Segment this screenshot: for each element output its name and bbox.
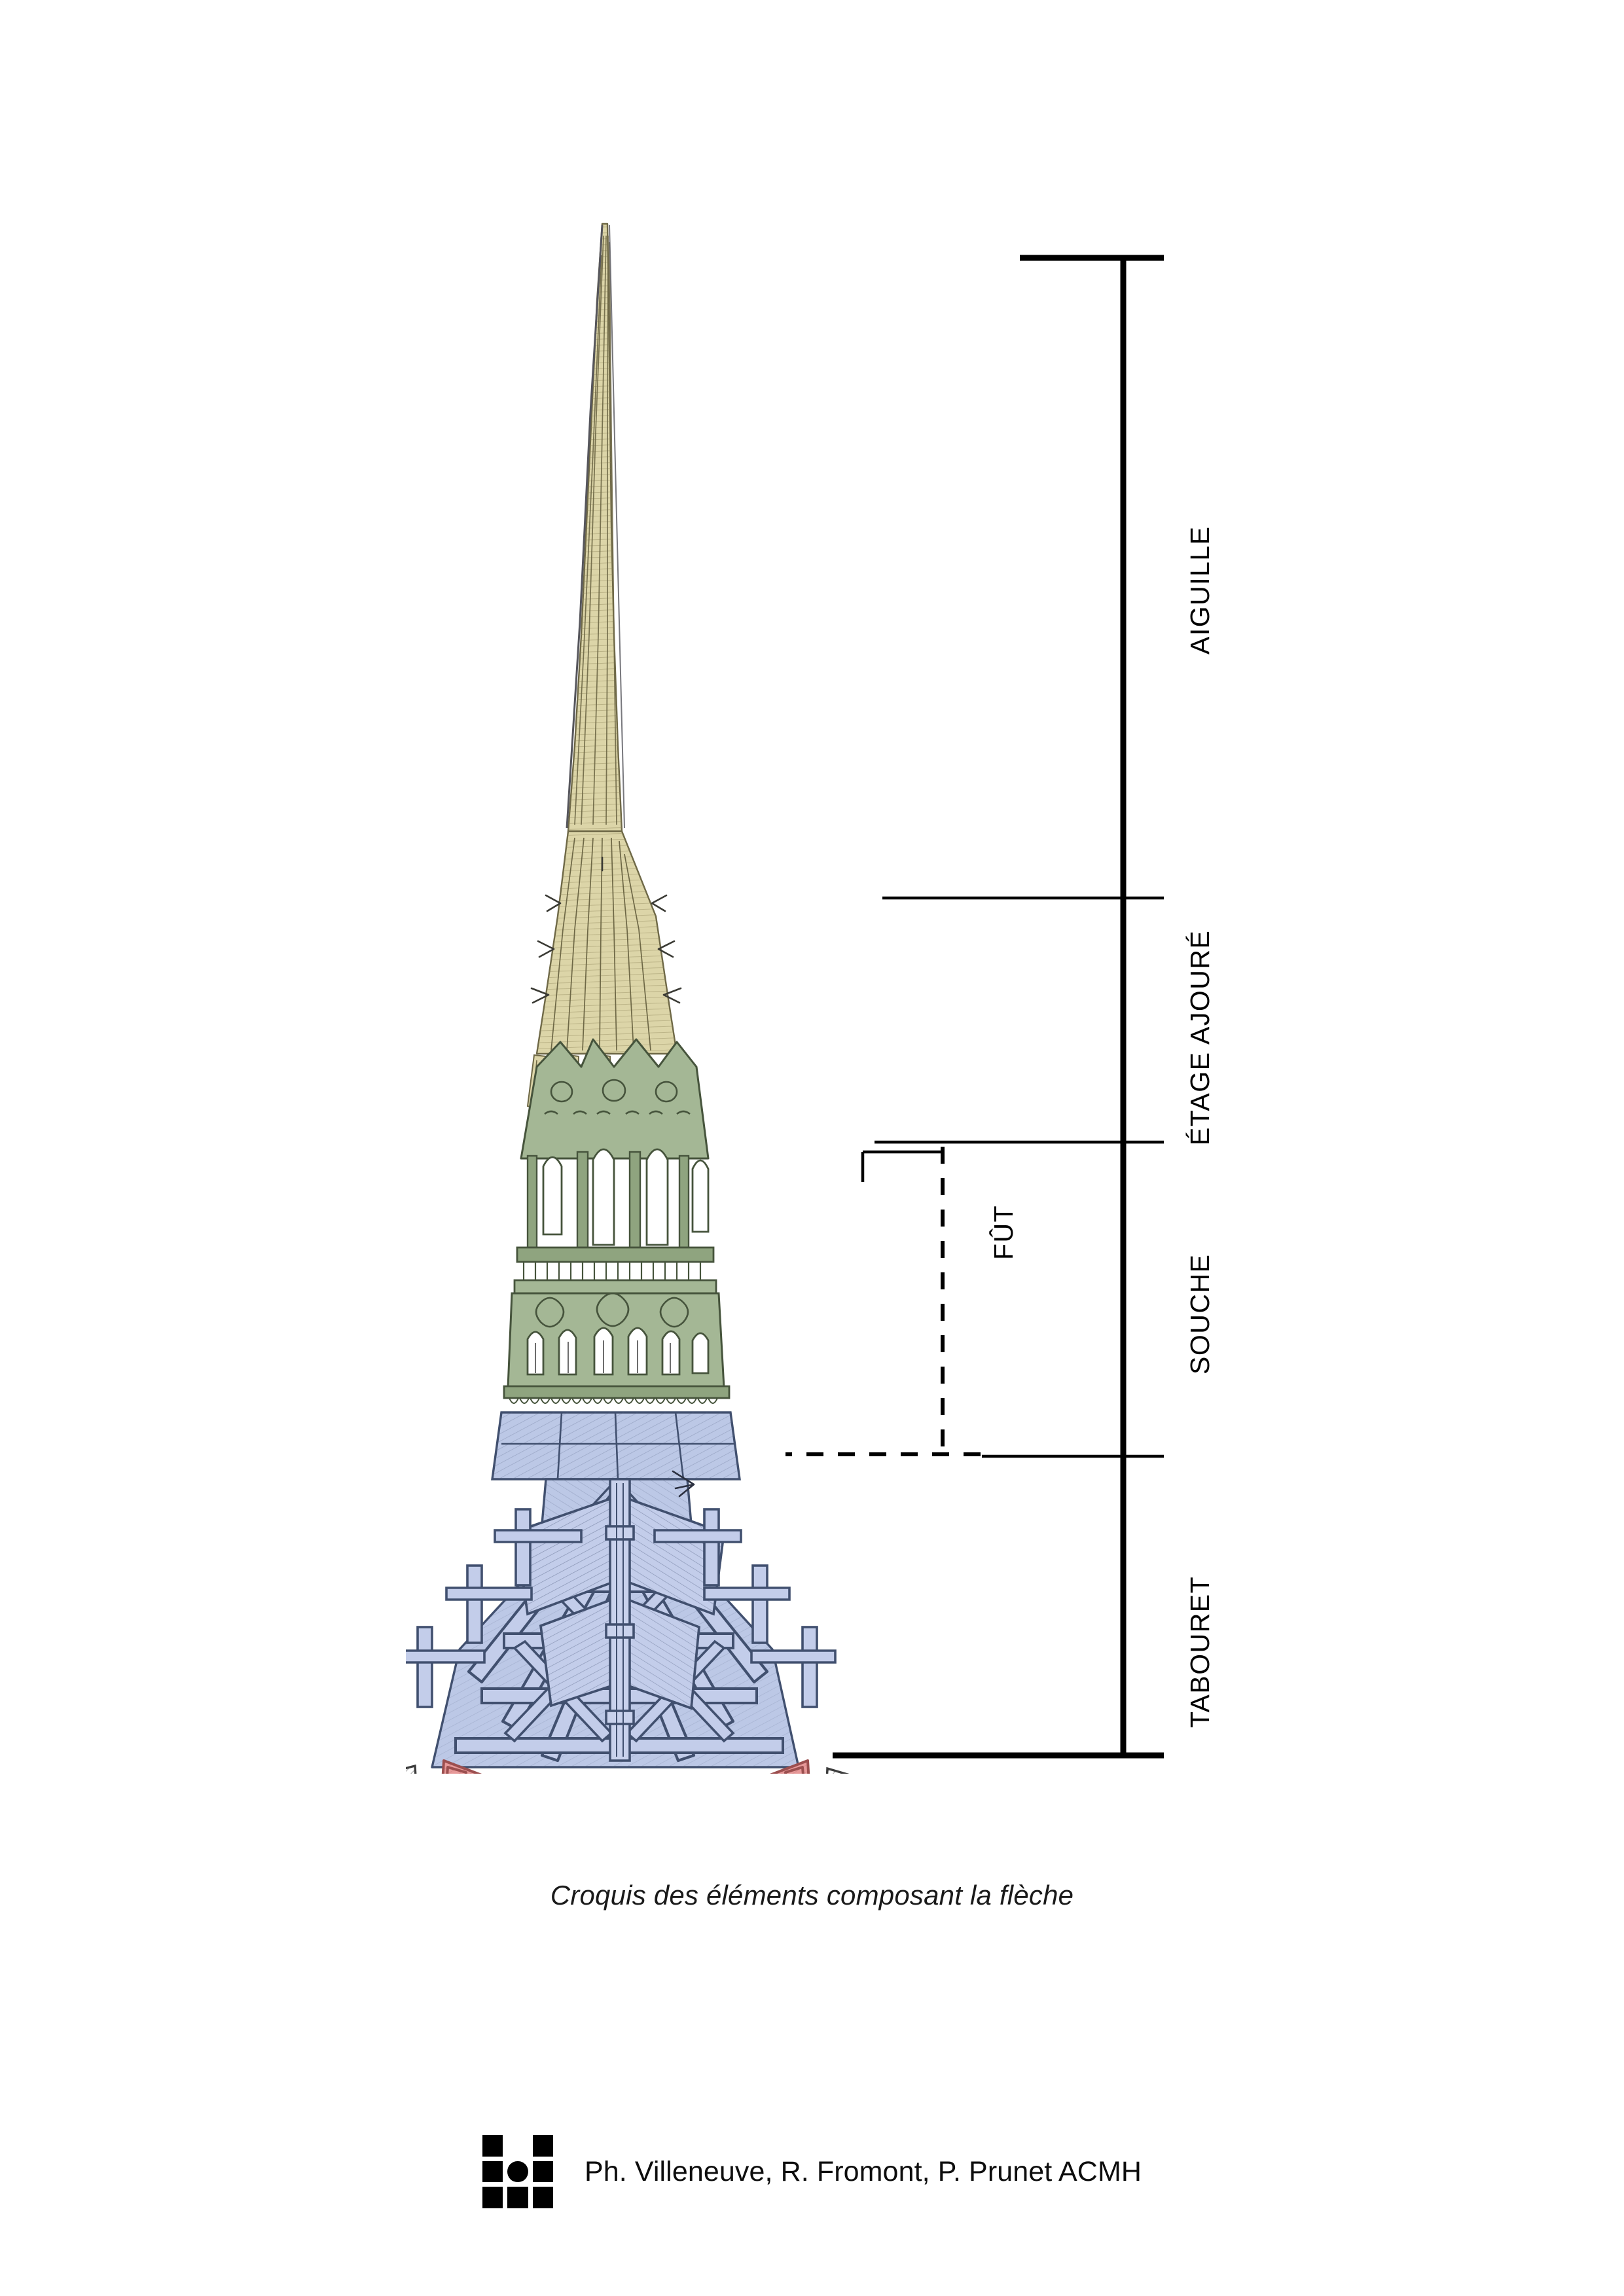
zone-label-etage-ajoure-text: ÉTAGE AJOURÉ bbox=[1185, 929, 1215, 1145]
logo-cell-6 bbox=[532, 2161, 553, 2183]
zone-label-souche-text: SOUCHE bbox=[1185, 1253, 1215, 1374]
logo-cell-7 bbox=[482, 2187, 503, 2208]
figure-area: AIGUILLE ÉTAGE AJOURÉ SOUCHE TABOURET FÛ… bbox=[406, 216, 1216, 1800]
logo-cell-9 bbox=[532, 2187, 553, 2208]
logo-cell-3 bbox=[532, 2135, 553, 2157]
logo-cell-dot bbox=[507, 2161, 528, 2183]
masonry-piers bbox=[406, 1764, 850, 1774]
zone-label-aiguille: AIGUILLE bbox=[1185, 526, 1216, 655]
spire-illustration bbox=[406, 216, 1139, 1774]
footer-credit-text: Ph. Villeneuve, R. Fromont, P. Prunet AC… bbox=[584, 2155, 1142, 2187]
logo-cell-4 bbox=[482, 2161, 503, 2183]
zone-label-fut-text: FÛT bbox=[988, 1204, 1019, 1260]
zone-aiguille-shape bbox=[526, 223, 693, 1127]
logo-cell-2 bbox=[507, 2135, 528, 2157]
page-footer: Ph. Villeneuve, R. Fromont, P. Prunet AC… bbox=[0, 2135, 1624, 2208]
logo-cell-8 bbox=[507, 2187, 528, 2208]
zone-label-fut: FÛT bbox=[988, 1205, 1019, 1260]
zone-label-aiguille-text: AIGUILLE bbox=[1185, 526, 1215, 655]
figure-caption: Croquis des éléments composant la flèche bbox=[550, 1880, 1074, 1910]
acmh-grid-logo-icon bbox=[482, 2135, 553, 2208]
zone-label-tabouret-text: TABOURET bbox=[1185, 1575, 1215, 1728]
zone-label-souche: SOUCHE bbox=[1185, 1254, 1216, 1374]
zone-tabouret-shape bbox=[441, 1759, 810, 1774]
dimension-bracket bbox=[785, 216, 1191, 1800]
logo-cell-1 bbox=[482, 2135, 503, 2157]
zone-label-etage-ajoure: ÉTAGE AJOURÉ bbox=[1185, 930, 1216, 1145]
zone-etage-ajoure-shape bbox=[503, 1038, 731, 1404]
zone-souche-shape bbox=[406, 1411, 837, 1768]
zone-label-tabouret: TABOURET bbox=[1185, 1576, 1216, 1728]
